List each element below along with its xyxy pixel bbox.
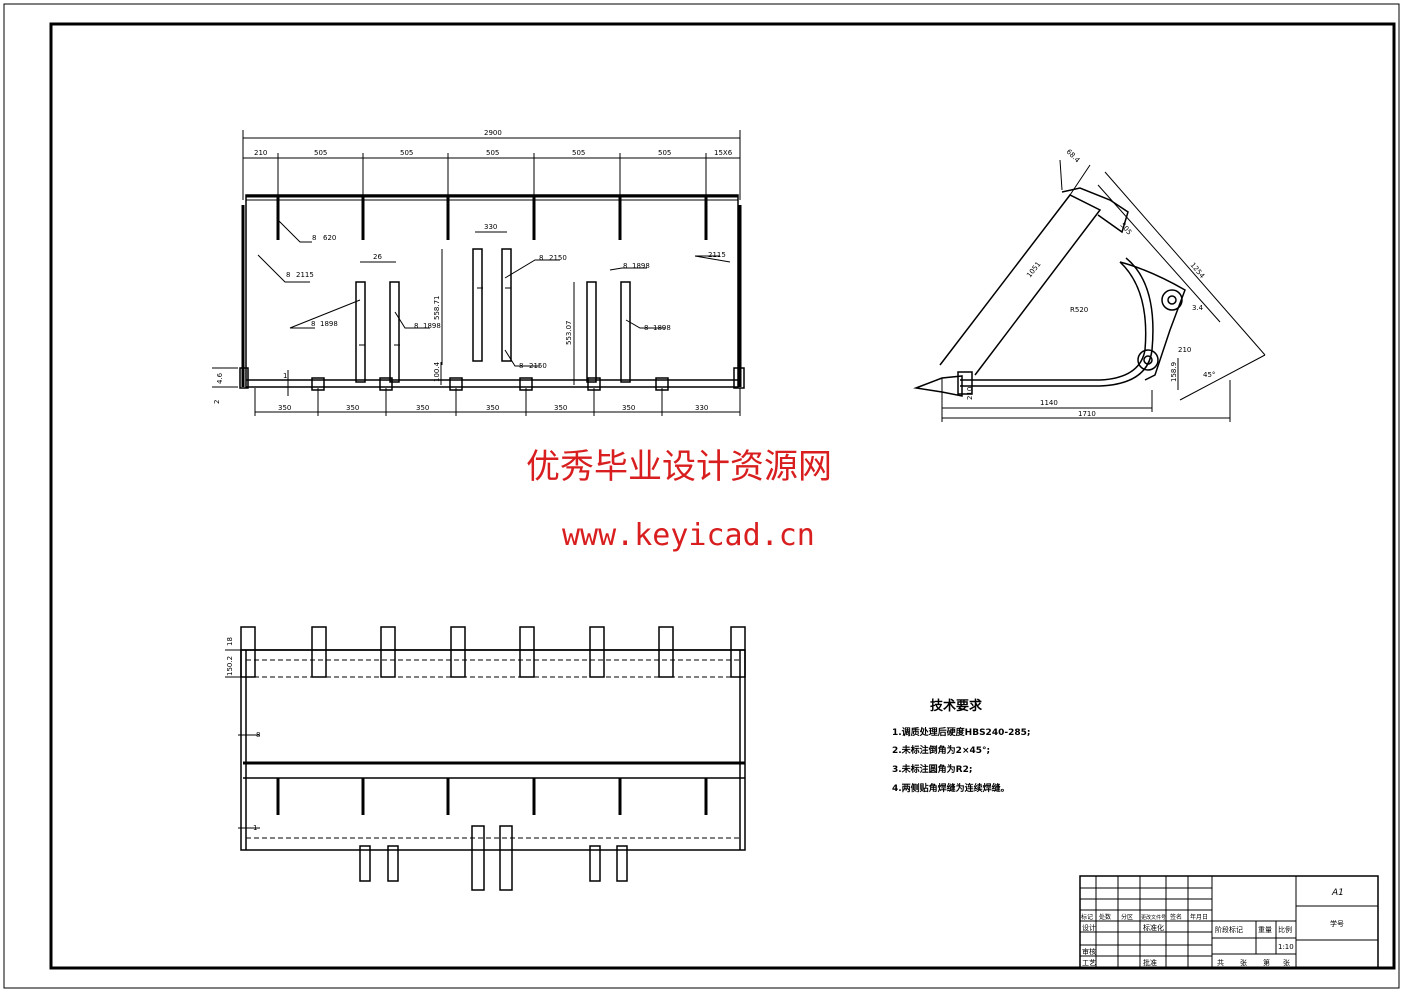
side-dim-r520: R520 bbox=[1070, 306, 1088, 314]
weld-symbol-2: 8 bbox=[286, 271, 290, 279]
bottom-dim-1: 350 bbox=[278, 404, 291, 412]
bottom-dim-6: 350 bbox=[622, 404, 635, 412]
field-label-4: 更改文件号 bbox=[1141, 914, 1166, 921]
side-dim-210b: 210 bbox=[1178, 346, 1191, 354]
tech-title: 技术要求 bbox=[930, 698, 983, 714]
role-process: 工艺 bbox=[1082, 959, 1096, 967]
tech-item-3: 3.未标注圆角为R2; bbox=[892, 763, 972, 775]
drawing-no: A1 bbox=[1331, 888, 1344, 898]
watermark-url: www.keyicad.cn bbox=[562, 518, 815, 553]
plan-view: 18 150.2 8 1 bbox=[225, 626, 746, 891]
sheet-no: 第 bbox=[1263, 958, 1270, 967]
weld-2150-b: 2150 bbox=[529, 362, 547, 370]
role-design: 设计 bbox=[1082, 923, 1096, 932]
bottom-dim-2: 350 bbox=[346, 404, 359, 412]
top-dim-7: 15X6 bbox=[714, 149, 733, 157]
side-dim-3-4: 3.4 bbox=[1192, 304, 1204, 312]
inner-dim-330: 330 bbox=[484, 223, 497, 231]
weld-2115-right: 2115 bbox=[708, 251, 726, 259]
weld-620: 620 bbox=[323, 234, 336, 242]
side-dim-4-6: 4.6 bbox=[216, 372, 224, 384]
side-dim-45: 45° bbox=[1203, 371, 1215, 379]
role-approve: 批准 bbox=[1143, 958, 1157, 967]
stage-label: 阶段标记 bbox=[1215, 925, 1243, 934]
front-view: 2900 210 505 505 505 505 505 15X6 bbox=[212, 129, 745, 416]
side-dim-505: 505 bbox=[1118, 221, 1133, 236]
inner-dim-558: 558.71 bbox=[433, 296, 441, 321]
field-label-3: 分区 bbox=[1121, 913, 1133, 921]
weight-label: 重量 bbox=[1258, 926, 1272, 934]
bottom-dim-7: 330 bbox=[695, 404, 708, 412]
weld-2150-a: 2150 bbox=[549, 254, 567, 262]
top-dim-3: 505 bbox=[400, 149, 413, 157]
field-label-2: 处数 bbox=[1099, 913, 1111, 921]
tech-item-1: 1.调质处理后硬度HBS240-285; bbox=[892, 726, 1030, 738]
side-dim-1: 1 bbox=[283, 372, 287, 380]
weld-symbol-4: 8 bbox=[414, 322, 418, 330]
tech-item-2: 2.未标注倒角为2×45°; bbox=[892, 744, 990, 756]
sheet-no-unit: 张 bbox=[1283, 958, 1290, 967]
plan-dim-8: 8 bbox=[256, 731, 260, 739]
role-review: 审核 bbox=[1082, 947, 1096, 956]
side-dim-1710: 1710 bbox=[1078, 410, 1096, 418]
title-block: A1 学号 标记 处数 分区 更改文件号 签名 年月日 设计 标准化 审核 工艺… bbox=[1079, 875, 1379, 969]
outer-border bbox=[3, 3, 1400, 989]
scale-label: 比例 bbox=[1278, 925, 1292, 934]
inner-dim-100: 100.4 bbox=[433, 361, 441, 382]
inner-dim-553: 553.07 bbox=[565, 321, 573, 346]
school-label: 学号 bbox=[1330, 919, 1344, 928]
side-dim-210: 210 bbox=[966, 387, 974, 400]
side-view: 1140 1710 210 1254 505 1051 R520 158.9 2… bbox=[913, 148, 1266, 422]
role-standard: 标准化 bbox=[1143, 923, 1164, 932]
inner-frame bbox=[49, 22, 1396, 970]
weld-symbol-6: 8 bbox=[519, 362, 523, 370]
bottom-dim-5: 350 bbox=[554, 404, 567, 412]
side-dim-1051: 1051 bbox=[1025, 260, 1042, 279]
weld-2115-left: 2115 bbox=[296, 271, 314, 279]
side-dim-1140: 1140 bbox=[1040, 399, 1058, 407]
weld-symbol-1: 8 bbox=[312, 234, 316, 242]
overall-width-dim: 2900 bbox=[484, 129, 502, 137]
plan-dim-1: 1 bbox=[253, 824, 257, 832]
top-dim-5: 505 bbox=[572, 149, 585, 157]
side-dim-68: 68.4 bbox=[1065, 148, 1082, 165]
tech-requirements: 技术要求 1.调质处理后硬度HBS240-285; 2.未标注倒角为2×45°;… bbox=[892, 698, 1030, 794]
weld-1898-a: 1898 bbox=[320, 320, 338, 328]
watermark-title: 优秀毕业设计资源网 bbox=[526, 447, 832, 487]
top-dim-1: 210 bbox=[254, 149, 267, 157]
field-label-6: 年月日 bbox=[1190, 913, 1208, 921]
inner-dim-26: 26 bbox=[373, 253, 382, 261]
side-dim-2: 2 bbox=[213, 400, 221, 404]
weld-symbol-8: 8 bbox=[644, 324, 648, 332]
weld-symbol-3: 8 bbox=[311, 320, 315, 328]
sheet-total-unit: 张 bbox=[1240, 958, 1247, 967]
weld-symbol-5: 8 bbox=[539, 254, 543, 262]
plan-dim-18: 18 bbox=[226, 637, 234, 646]
plan-dim-150: 150.2 bbox=[226, 656, 234, 676]
scale-value: 1:10 bbox=[1278, 943, 1294, 951]
side-dim-158: 158.9 bbox=[1170, 362, 1178, 382]
top-dim-4: 505 bbox=[486, 149, 499, 157]
weld-symbol-7: 8 bbox=[623, 262, 627, 270]
bottom-dim-3: 350 bbox=[416, 404, 429, 412]
top-dim-6: 505 bbox=[658, 149, 671, 157]
sheet-total: 共 bbox=[1217, 958, 1224, 967]
bottom-dim-4: 350 bbox=[486, 404, 499, 412]
field-label-5: 签名 bbox=[1170, 913, 1182, 921]
weld-1898-d: 1898 bbox=[653, 324, 671, 332]
field-label-1: 标记 bbox=[1081, 913, 1093, 921]
tech-item-4: 4.两侧贴角焊缝为连续焊缝。 bbox=[892, 782, 1010, 794]
weld-1898-b: 1898 bbox=[423, 322, 441, 330]
top-dim-2: 505 bbox=[314, 149, 327, 157]
weld-1898-c: 1898 bbox=[632, 262, 650, 270]
